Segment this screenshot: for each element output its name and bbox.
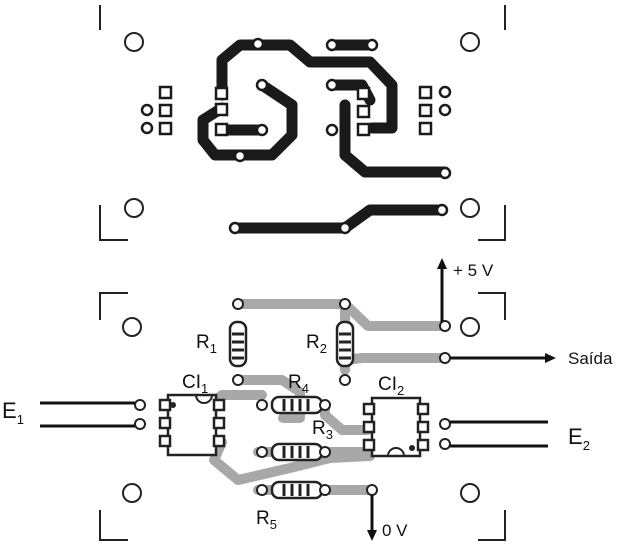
corner-marks-bottom [99,292,506,541]
resistor-r3 [270,442,324,462]
ic-ci1 [158,393,226,457]
resistor-r1 [228,320,248,368]
component-side [40,258,556,541]
labels: R1 R2 CI1 R4 CI2 R3 R5 E1 E2 + 5 V Saída… [2,261,613,540]
label-r5: R5 [256,508,277,532]
ic-ci2 [362,396,430,458]
resistor-r4 [270,395,324,415]
label-r1: R1 [196,332,217,356]
resistor-r5 [270,480,324,500]
label-e2: E2 [568,424,590,453]
label-saida: Saída [568,349,613,368]
mounting-holes-bottom [122,317,480,503]
copper-traces [197,39,451,234]
label-r4: R4 [288,372,309,396]
label-ci2: CI2 [378,374,404,398]
label-r2: R2 [306,332,327,356]
label-0v: 0 V [382,521,408,540]
label-plus-5v: + 5 V [453,261,494,280]
label-ci1: CI1 [182,372,208,396]
gray-traces [205,299,450,495]
copper-side [99,5,506,241]
mounting-holes-top [124,32,480,218]
resistor-r2 [335,320,355,368]
copper-pads [140,37,452,235]
label-e1: E1 [2,398,24,427]
label-r3: R3 [312,418,333,442]
wire-arrows [367,258,556,541]
external-wires [40,265,548,535]
component-pads [134,298,451,496]
corner-marks-top [99,5,506,241]
